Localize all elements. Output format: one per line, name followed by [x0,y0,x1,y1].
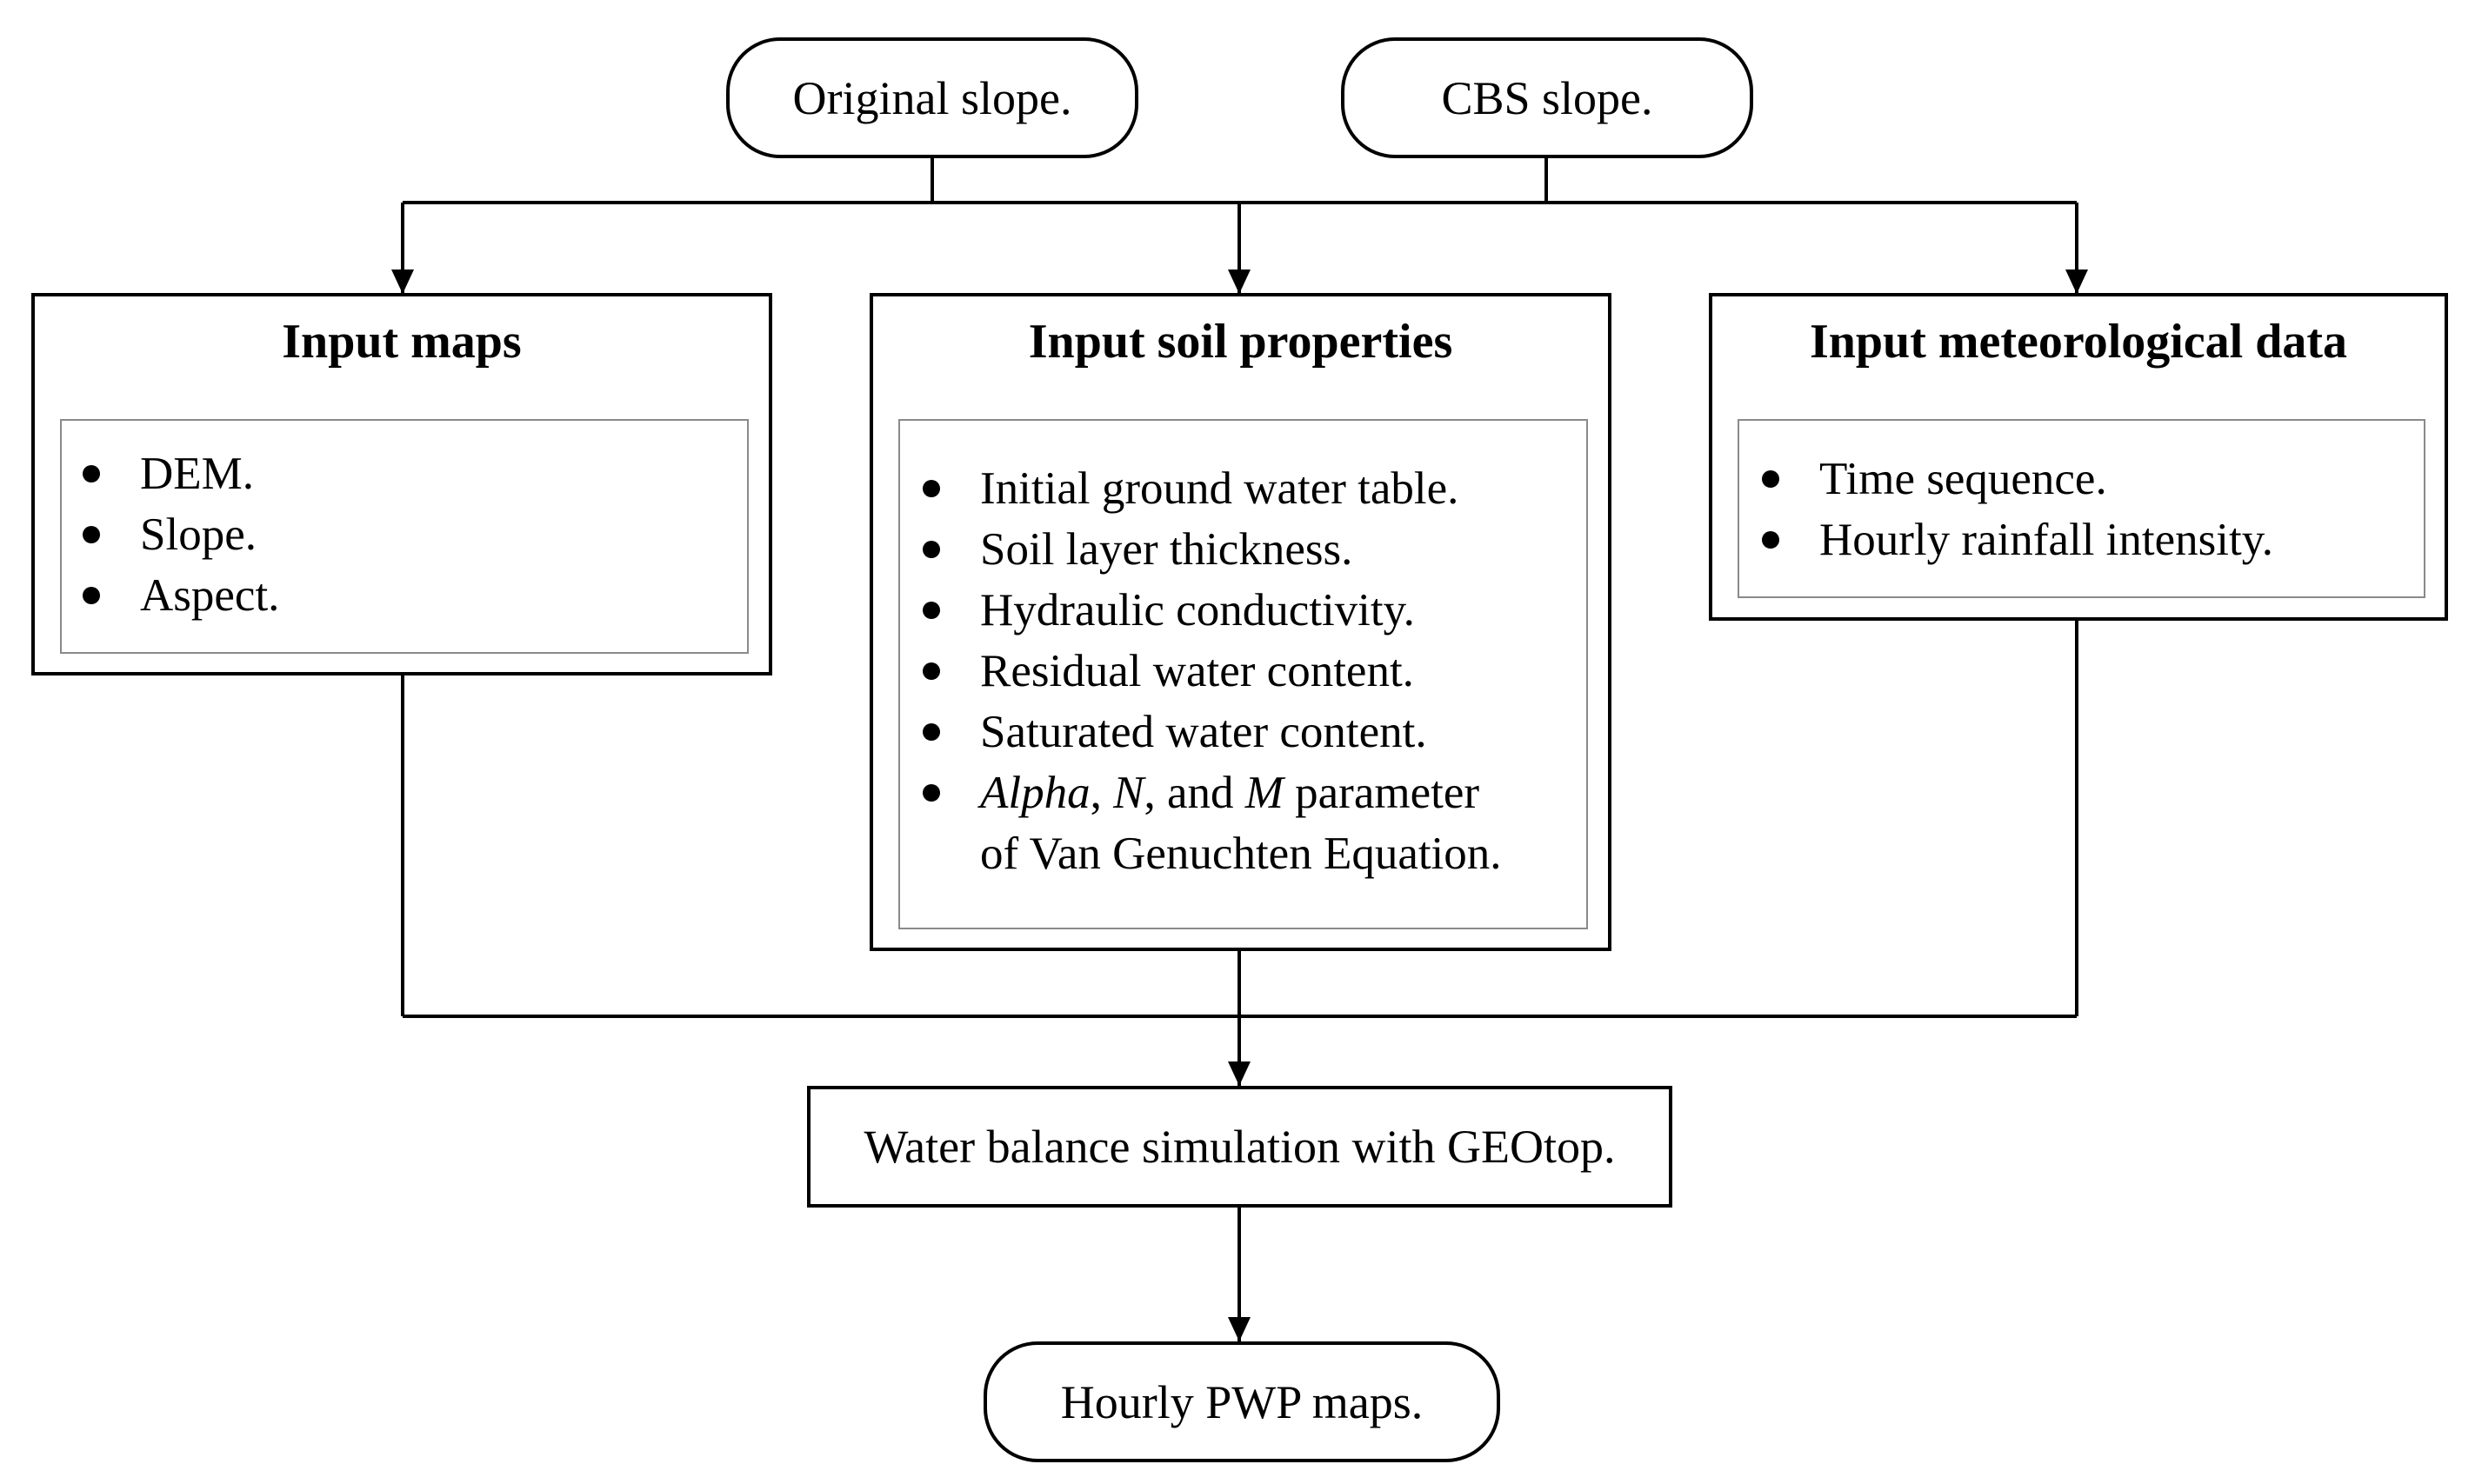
param-n: N [1113,768,1144,818]
list-item: Aspect. [82,565,279,626]
panel-input-meteorological-data: Input meteorological data Time sequence.… [1709,293,2448,621]
list-item: Slope. [82,504,279,565]
list-item: Saturated water content. [923,702,1502,762]
param-sep-2: , and [1144,768,1245,818]
arrowhead-maps [391,270,414,294]
panel-input-soil-properties-list-box: Initial ground water table. Soil layer t… [898,419,1588,929]
node-cbs-slope: CBS slope. [1341,37,1753,158]
arrowhead-simulation [1228,1061,1251,1086]
node-cbs-slope-label: CBS slope. [1441,71,1653,124]
arrowhead-output [1228,1317,1251,1341]
node-simulation-label: Water balance simulation with GEOtop. [864,1121,1616,1173]
list-item: Time sequence. [1761,449,2273,509]
list-item: Hydraulic conductivity. [923,580,1502,641]
panel-input-maps-title: Input maps [282,315,522,369]
panel-input-maps-list: DEM. Slope. Aspect. [82,443,279,626]
param-alpha: Alpha [980,768,1091,818]
list-item: Initial ground water table. [923,458,1502,519]
node-original-slope: Original slope. [726,37,1138,158]
panel-input-soil-properties: Input soil properties Initial ground wat… [870,293,1611,951]
panel-input-maps: Input maps DEM. Slope. Aspect. [31,293,772,675]
node-output: Hourly PWP maps. [984,1341,1500,1462]
panel-input-meteorological-data-list-box: Time sequence. Hourly rainfall intensity… [1738,419,2425,598]
list-item: Soil layer thickness. [923,519,1502,580]
arrowhead-soil [1228,270,1251,294]
panel-input-soil-properties-list: Initial ground water table. Soil layer t… [923,458,1502,884]
panel-input-meteorological-data-list: Time sequence. Hourly rainfall intensity… [1761,449,2273,570]
param-line-2: of Van Genuchten Equation. [980,829,1502,879]
arrowhead-meteo [2065,270,2088,294]
node-output-label: Hourly PWP maps. [1060,1375,1424,1428]
list-item: Residual water content. [923,641,1502,702]
panel-input-meteorological-data-title: Input meteorological data [1809,315,2348,369]
param-rest: parameter [1283,768,1480,818]
panel-input-soil-properties-title: Input soil properties [1028,315,1453,369]
param-m: M [1244,768,1284,818]
panel-input-maps-list-box: DEM. Slope. Aspect. [60,419,749,654]
param-sep-1: , [1090,768,1114,818]
node-original-slope-label: Original slope. [792,71,1072,124]
list-item-van-genuchten: Alpha, N, and M parameter of Van Genucht… [923,762,1502,884]
node-simulation: Water balance simulation with GEOtop. [807,1086,1672,1208]
list-item: Hourly rainfall intensity. [1761,509,2273,570]
list-item: DEM. [82,443,279,504]
